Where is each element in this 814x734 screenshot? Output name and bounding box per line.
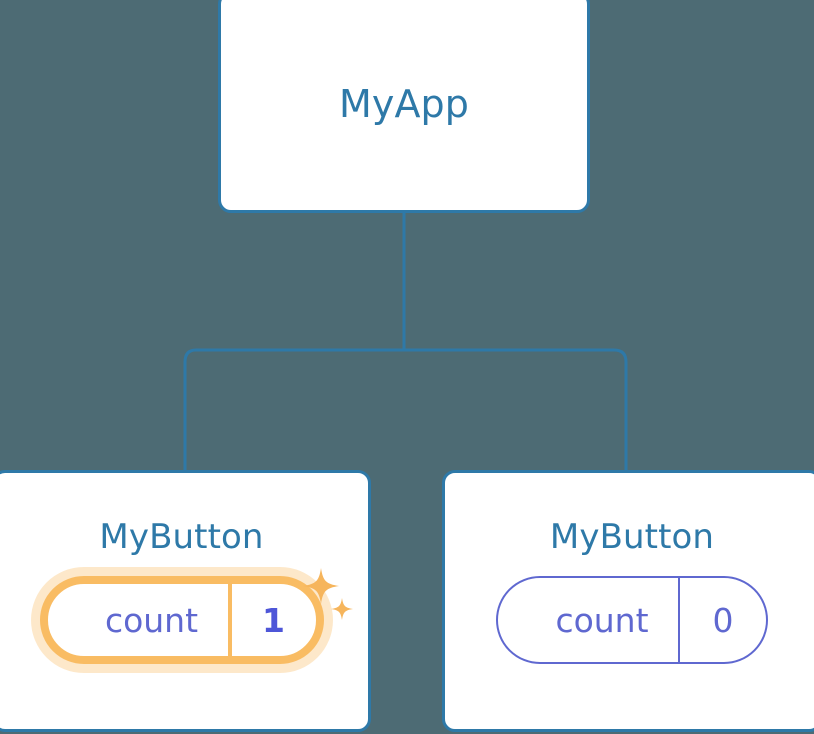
node-mybutton-left[interactable]: MyButton count 1 [0,470,371,732]
state-key-left: count [104,600,199,640]
state-pill-left[interactable]: count 1 [39,576,324,664]
state-pill-wrap-right: count 0 [445,576,814,664]
node-mybutton-right-title: MyButton [549,517,715,557]
sparkle-small-icon [331,598,353,620]
node-myapp-title: MyApp [338,82,469,126]
state-value-left: 1 [227,584,316,656]
node-mybutton-right[interactable]: MyButton count 0 [442,470,814,732]
state-pill-wrap-left: count 1 [0,568,368,664]
node-mybutton-left-title: MyButton [99,517,264,557]
state-pill-right[interactable]: count 0 [496,576,768,664]
state-key-right: count [555,600,649,640]
connector-branch-right [404,348,628,471]
node-myapp[interactable]: MyApp [218,0,590,213]
connector-branch-left [183,348,404,471]
state-value-right: 0 [678,578,766,662]
diagram-description: Component tree: MyApp with two MyButton … [0,0,1,1]
